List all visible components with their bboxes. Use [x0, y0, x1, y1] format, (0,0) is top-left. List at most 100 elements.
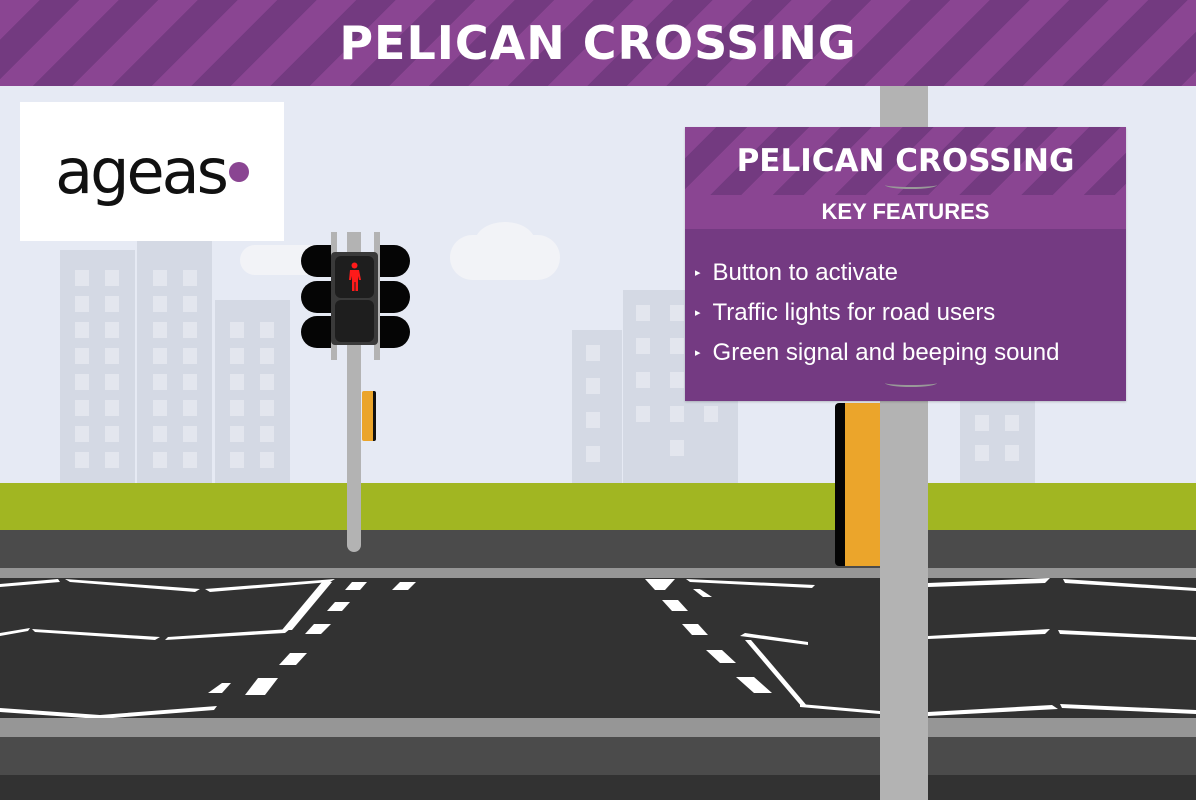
- window: [153, 322, 167, 338]
- window: [636, 406, 650, 422]
- window: [1005, 415, 1019, 431]
- feature-list: ▸ Button to activate ▸ Traffic lights fo…: [685, 229, 1126, 401]
- window: [183, 270, 197, 286]
- window: [670, 372, 684, 388]
- window: [230, 400, 244, 416]
- bullet-arrow-icon: ▸: [695, 267, 701, 279]
- window: [230, 322, 244, 338]
- far-pavement: [0, 530, 1196, 568]
- window: [75, 296, 89, 312]
- signal-visor: [301, 281, 331, 313]
- window: [105, 322, 119, 338]
- signal-visor: [380, 281, 410, 313]
- window: [75, 426, 89, 442]
- bullet-arrow-icon: ▸: [695, 347, 701, 359]
- window: [75, 322, 89, 338]
- logo-dot-icon: [228, 161, 249, 182]
- green-man-lamp: [335, 300, 374, 342]
- title-banner: PELICAN CROSSING: [0, 0, 1196, 86]
- feature-text: Traffic lights for road users: [712, 299, 996, 326]
- road-markings: [0, 578, 1196, 718]
- window: [183, 348, 197, 364]
- push-button-unit[interactable]: [362, 391, 376, 441]
- window: [75, 400, 89, 416]
- cloud: [475, 222, 535, 262]
- window: [105, 374, 119, 390]
- red-man-lamp: [335, 256, 374, 298]
- feature-item: ▸ Button to activate: [695, 253, 1126, 293]
- window: [75, 374, 89, 390]
- building: [60, 250, 135, 483]
- window: [260, 322, 274, 338]
- red-man-icon: [349, 262, 361, 291]
- window: [636, 372, 650, 388]
- window: [636, 305, 650, 321]
- near-road: [0, 775, 1196, 800]
- window: [670, 338, 684, 354]
- building: [960, 400, 1035, 483]
- window: [153, 452, 167, 468]
- signal-visor: [380, 316, 410, 348]
- window: [75, 452, 89, 468]
- window: [75, 348, 89, 364]
- near-kerb: [0, 718, 1196, 737]
- feature-text: Green signal and beeping sound: [712, 339, 1060, 366]
- window: [586, 378, 600, 394]
- window: [260, 426, 274, 442]
- window: [670, 440, 684, 456]
- window: [105, 452, 119, 468]
- window: [105, 348, 119, 364]
- window: [586, 345, 600, 361]
- window: [105, 270, 119, 286]
- window: [975, 445, 989, 461]
- window: [670, 406, 684, 422]
- window: [75, 270, 89, 286]
- signal-visor: [301, 245, 331, 277]
- window: [975, 415, 989, 431]
- far-kerb: [0, 568, 1196, 578]
- road: [0, 578, 1196, 718]
- sign-strap: [885, 379, 937, 387]
- sign-title: PELICAN CROSSING: [736, 143, 1075, 179]
- ageas-logo: ageas: [20, 102, 284, 241]
- feature-item: ▸ Green signal and beeping sound: [695, 333, 1126, 373]
- push-button-unit[interactable]: [835, 403, 882, 566]
- signal-visor: [301, 316, 331, 348]
- bullet-arrow-icon: ▸: [695, 307, 701, 319]
- window: [153, 426, 167, 442]
- sign-subtitle: KEY FEATURES: [821, 199, 990, 224]
- window: [1005, 445, 1019, 461]
- pedestrian-signal: [331, 252, 378, 345]
- window: [153, 270, 167, 286]
- key-features-sign: PELICAN CROSSING KEY FEATURES ▸ Button t…: [685, 127, 1126, 401]
- sign-subheader: KEY FEATURES: [685, 195, 1126, 229]
- building: [215, 300, 290, 483]
- window: [183, 452, 197, 468]
- window: [183, 426, 197, 442]
- window: [105, 426, 119, 442]
- window: [704, 406, 718, 422]
- window: [153, 348, 167, 364]
- window: [230, 452, 244, 468]
- window: [636, 338, 650, 354]
- window: [183, 400, 197, 416]
- window: [183, 374, 197, 390]
- window: [153, 400, 167, 416]
- window: [105, 400, 119, 416]
- building: [137, 240, 212, 483]
- window: [230, 426, 244, 442]
- grass-verge: [0, 483, 1196, 530]
- near-pavement: [0, 737, 1196, 775]
- window: [105, 296, 119, 312]
- window: [260, 348, 274, 364]
- window: [586, 412, 600, 428]
- window: [260, 374, 274, 390]
- sign-header: PELICAN CROSSING: [685, 127, 1126, 195]
- feature-item: ▸ Traffic lights for road users: [695, 293, 1126, 333]
- window: [153, 374, 167, 390]
- window: [670, 305, 684, 321]
- window: [153, 296, 167, 312]
- window: [260, 452, 274, 468]
- logo-text: ageas: [55, 135, 229, 208]
